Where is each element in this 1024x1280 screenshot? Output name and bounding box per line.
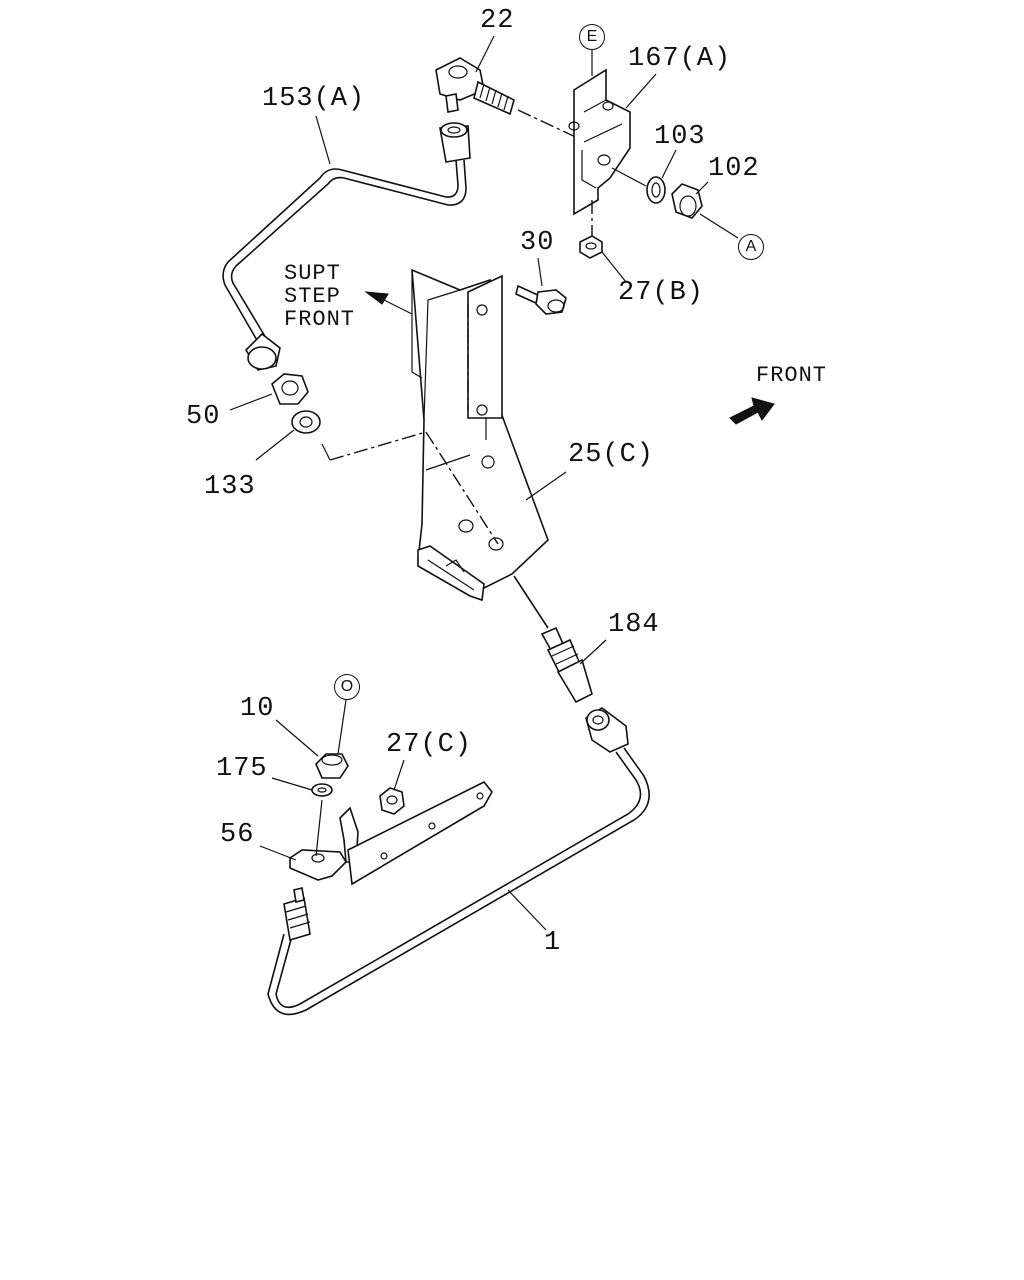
callout-103: 103: [654, 122, 706, 152]
callout-10: 10: [240, 694, 275, 724]
washer-175: [311, 783, 333, 797]
circled-ref-o: O: [334, 674, 360, 700]
pipe-1: [267, 747, 650, 1016]
washer-133: [291, 410, 321, 434]
callout-153a: 153(A): [262, 84, 366, 114]
callout-184: 184: [608, 610, 660, 640]
callout-56: 56: [220, 820, 255, 850]
bolt-30: [515, 284, 567, 315]
callout-27c: 27(C): [386, 730, 473, 760]
circled-ref-a: A: [738, 234, 764, 260]
nut-10: [315, 753, 349, 779]
bracket-167a: [568, 50, 631, 216]
bracket-25c: [411, 268, 549, 602]
callout-27b: 27(B): [618, 278, 705, 308]
callout-1: 1: [544, 928, 562, 958]
fitting-22: [435, 57, 515, 116]
callout-22: 22: [480, 6, 515, 36]
leader-lines: [229, 35, 739, 931]
front-direction-label: FRONT: [756, 363, 828, 388]
pipe-153a: [222, 122, 471, 371]
bracket-56: [289, 780, 493, 886]
washer-103: [646, 176, 666, 204]
union-184: [540, 626, 629, 753]
callout-133: 133: [204, 472, 256, 502]
nut-50: [271, 373, 309, 405]
callout-50: 50: [186, 402, 221, 432]
callout-30: 30: [520, 228, 555, 258]
front-direction-arrow-icon: [729, 397, 775, 425]
supt-step-front-arrow-icon: [364, 291, 413, 315]
callout-167a: 167(A): [628, 44, 732, 74]
circled-ref-e: E: [579, 24, 605, 50]
nut-102: [671, 183, 703, 219]
callout-25c: 25(C): [568, 440, 655, 470]
callout-175: 175: [216, 754, 268, 784]
nut-27b: [579, 235, 603, 259]
supt-step-front-note: SUPT STEP FRONT: [284, 261, 356, 333]
callout-102: 102: [708, 154, 760, 184]
nut-27c: [379, 787, 405, 815]
